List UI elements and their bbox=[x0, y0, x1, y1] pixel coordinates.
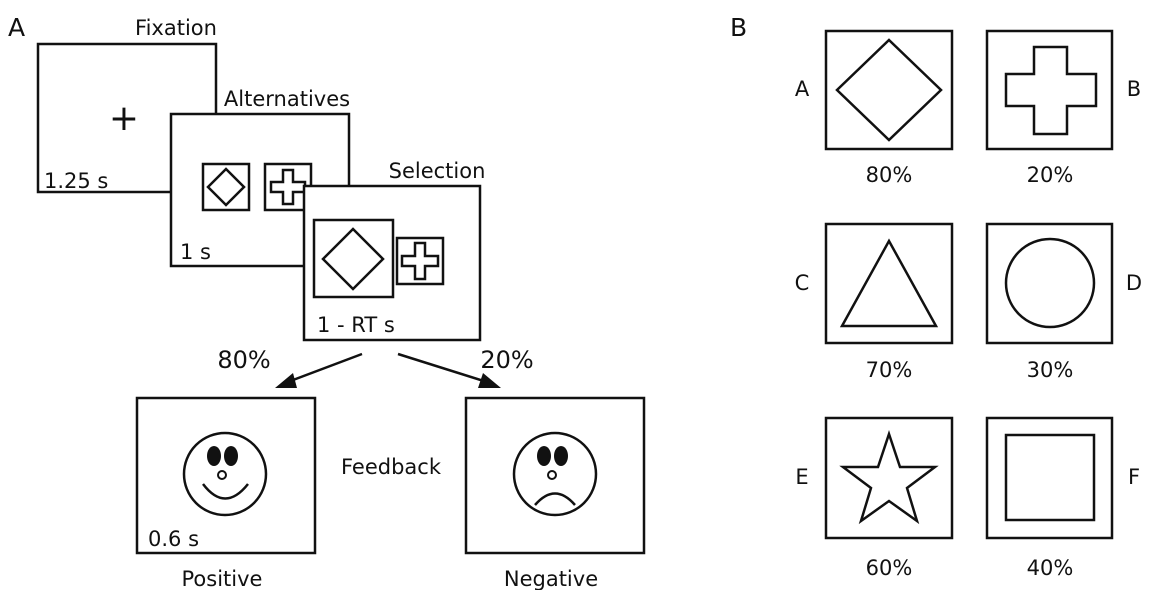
feedback-label: Feedback bbox=[341, 455, 442, 479]
stimulus-prob: 30% bbox=[1027, 358, 1074, 382]
stimulus-letter: A bbox=[795, 77, 810, 101]
circle-icon bbox=[1004, 237, 1096, 329]
prob-right: 20% bbox=[480, 346, 533, 374]
positive-caption: Positive bbox=[182, 567, 263, 590]
stimulus-prob: 60% bbox=[866, 556, 913, 580]
unselected-stimulus-frame bbox=[395, 236, 445, 286]
alt-stimulus-a-frame bbox=[201, 162, 251, 212]
diamond-icon bbox=[206, 167, 246, 207]
happy-face-icon bbox=[182, 431, 268, 517]
stimulus-grid: A 80% B 20% C 70% D 30% E 60% bbox=[795, 29, 1142, 580]
triangle-icon bbox=[839, 238, 939, 328]
square-icon bbox=[1004, 433, 1096, 522]
arrow-right-head-icon bbox=[478, 373, 501, 388]
diamond-icon bbox=[835, 38, 943, 142]
negative-caption: Negative bbox=[504, 567, 598, 590]
fixation-title: Fixation bbox=[135, 16, 217, 40]
stimulus-b: B 20% bbox=[985, 29, 1141, 187]
positive-feedback-screen: 0.6 s Positive bbox=[135, 396, 317, 590]
positive-duration: 0.6 s bbox=[148, 527, 199, 551]
alternatives-duration: 1 s bbox=[180, 240, 211, 264]
stimulus-letter: D bbox=[1126, 271, 1142, 295]
stimulus-d: D 30% bbox=[985, 222, 1142, 382]
branch-arrows: 80% 20% bbox=[217, 346, 534, 388]
fixation-cross-icon: + bbox=[109, 98, 139, 139]
panel-b-label: B bbox=[730, 13, 747, 42]
cross-icon bbox=[1004, 45, 1098, 136]
alternatives-title: Alternatives bbox=[224, 87, 350, 111]
sad-face-icon bbox=[512, 431, 598, 517]
selection-screen: Selection 1 - RT s bbox=[302, 159, 486, 342]
stimulus-letter: F bbox=[1128, 465, 1140, 489]
stimulus-e: E 60% bbox=[795, 416, 954, 580]
stimulus-prob: 70% bbox=[866, 358, 913, 382]
diamond-icon bbox=[321, 227, 385, 291]
arrow-left-line bbox=[284, 352, 363, 385]
stimulus-letter: B bbox=[1127, 77, 1141, 101]
stimulus-prob: 40% bbox=[1027, 556, 1074, 580]
arrow-right-line bbox=[397, 352, 491, 385]
selected-stimulus-frame bbox=[312, 218, 395, 299]
panel-a-label: A bbox=[8, 13, 25, 42]
stimulus-a: A 80% bbox=[795, 29, 954, 187]
negative-feedback-screen: Negative bbox=[464, 396, 646, 590]
cross-icon bbox=[400, 241, 440, 281]
arrow-left-head-icon bbox=[275, 373, 297, 388]
cross-icon bbox=[269, 168, 307, 206]
stimulus-letter: E bbox=[795, 465, 808, 489]
fixation-duration: 1.25 s bbox=[44, 169, 108, 193]
selection-duration: 1 - RT s bbox=[317, 313, 395, 337]
stimulus-prob: 20% bbox=[1027, 163, 1074, 187]
selection-title: Selection bbox=[389, 159, 486, 183]
stimulus-prob: 80% bbox=[866, 163, 913, 187]
stimulus-c: C 70% bbox=[795, 222, 954, 382]
prob-left: 80% bbox=[217, 346, 270, 374]
stimulus-letter: C bbox=[795, 271, 810, 295]
stimulus-f: F 40% bbox=[985, 416, 1140, 580]
star-icon bbox=[839, 430, 939, 525]
